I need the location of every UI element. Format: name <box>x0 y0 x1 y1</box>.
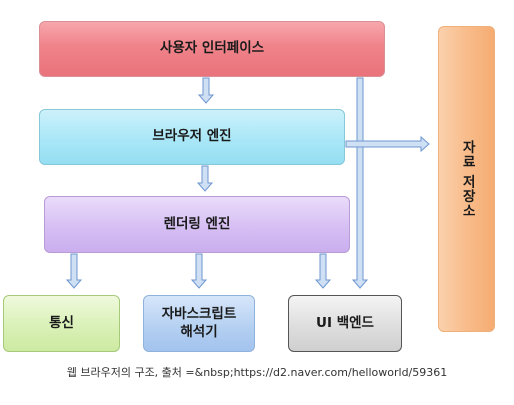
networking-box: 통신 <box>3 295 120 352</box>
ui-backend-label: UI 백엔드 <box>316 314 374 331</box>
user-interface-box: 사용자 인터페이스 <box>39 21 385 77</box>
arrow-browser-to-rendering-engine <box>196 165 214 192</box>
js-interpreter-box: 자바스크립트 해석기 <box>143 295 255 352</box>
browser-engine-box: 브라우저 엔진 <box>39 109 345 165</box>
figure-caption: 웹 브라우저의 구조, 출처 =&nbsp;https://d2.naver.c… <box>66 366 448 379</box>
rendering-engine-box: 렌더링 엔진 <box>44 196 350 253</box>
arrow-rendering-to-networking <box>65 253 83 289</box>
arrow-ui-to-browser-engine <box>197 77 215 104</box>
arrow-browser-to-storage <box>345 135 430 153</box>
data-storage-label: 자료 저장소 <box>459 139 476 219</box>
data-storage-box: 자료 저장소 <box>438 26 495 332</box>
arrow-rendering-to-js <box>190 253 208 289</box>
ui-backend-box: UI 백엔드 <box>288 295 402 352</box>
networking-label: 통신 <box>49 314 74 331</box>
arrow-ui-to-ui-backend <box>351 77 369 289</box>
rendering-engine-label: 렌더링 엔진 <box>163 215 231 232</box>
js-interpreter-label: 자바스크립트 해석기 <box>161 305 237 340</box>
user-interface-label: 사용자 인터페이스 <box>159 40 265 57</box>
browser-engine-label: 브라우저 엔진 <box>152 128 232 145</box>
arrow-rendering-to-ui-backend <box>314 253 332 289</box>
